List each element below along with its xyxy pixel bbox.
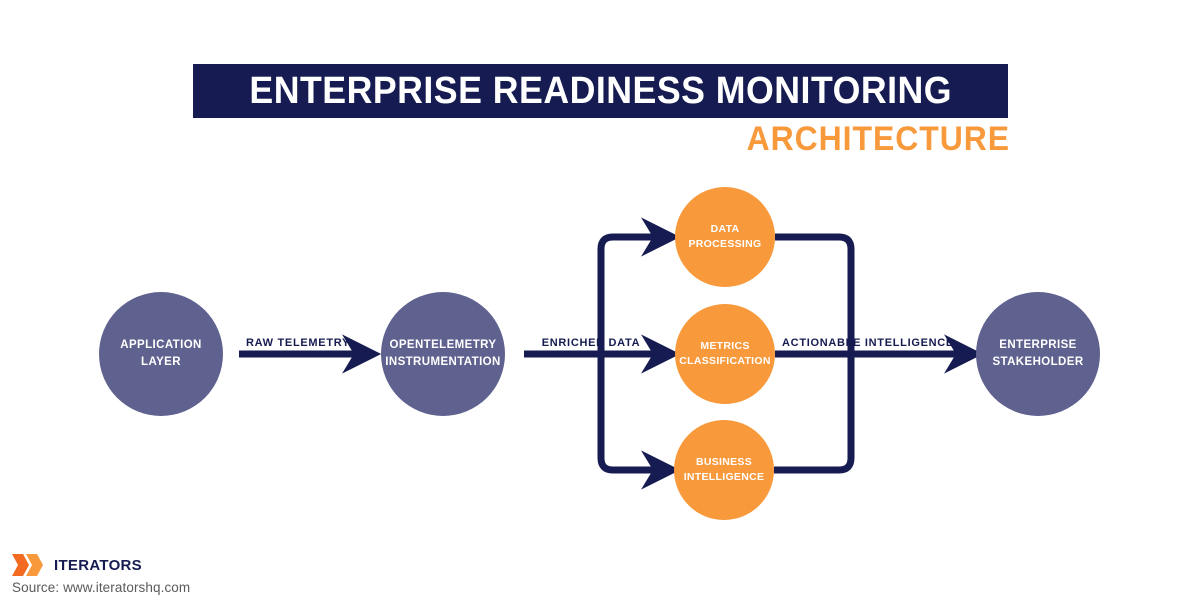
edge-label-raw-telemetry: RAW TELEMETRY [245, 337, 351, 349]
page-title: ENTERPRISE READINESS MONITORING [249, 70, 952, 112]
page-subtitle: ARCHITECTURE [746, 120, 1010, 158]
node-enterprise-stakeholder[interactable]: ENTERPRISE STAKEHOLDER [976, 292, 1100, 416]
node-label-line1: OPENTELEMETRY [389, 339, 497, 352]
node-label-line1: METRICS [700, 339, 750, 352]
node-label-line1: DATA [710, 222, 740, 235]
node-label-line1: BUSINESS [695, 455, 753, 468]
branch-bracket-right-upper [775, 233, 855, 354]
brand-logo: ITERATORS [12, 554, 142, 576]
brand-wordmark: ITERATORS [54, 556, 142, 574]
node-label-line1: APPLICATION [120, 339, 202, 352]
title-bar: ENTERPRISE READINESS MONITORING [193, 64, 1008, 118]
node-label-line2: STAKEHOLDER [992, 356, 1084, 368]
node-label-line1: ENTERPRISE [999, 339, 1077, 352]
edge-label-enriched-data: ENRICHED DATA [541, 337, 641, 349]
node-label-line2: INSTRUMENTATION [385, 356, 501, 368]
source-attribution: Source: www.iteratorshq.com [12, 580, 191, 595]
edge-label-actionable-intelligence: ACTIONABLE INTELLIGENCE [782, 337, 954, 349]
node-label-line2: LAYER [141, 356, 181, 368]
node-label-line2: INTELLIGENCE [683, 471, 765, 483]
node-application-layer[interactable]: APPLICATION LAYER [99, 292, 223, 416]
node-opentelemetry-instrumentation[interactable]: OPENTELEMETRY INSTRUMENTATION [381, 292, 505, 416]
iterators-chevron-icon [12, 554, 43, 576]
branch-bracket-left [597, 217, 681, 354]
node-data-processing[interactable]: DATA PROCESSING [675, 187, 775, 287]
node-label-line2: PROCESSING [688, 238, 762, 250]
node-business-intelligence[interactable]: BUSINESS INTELLIGENCE [674, 420, 774, 520]
branch-bracket-right-lower [774, 354, 855, 474]
node-metrics-classification[interactable]: METRICS CLASSIFICATION [675, 304, 775, 404]
node-label-line2: CLASSIFICATION [679, 355, 771, 367]
branch-bracket-left-lower [597, 354, 681, 490]
